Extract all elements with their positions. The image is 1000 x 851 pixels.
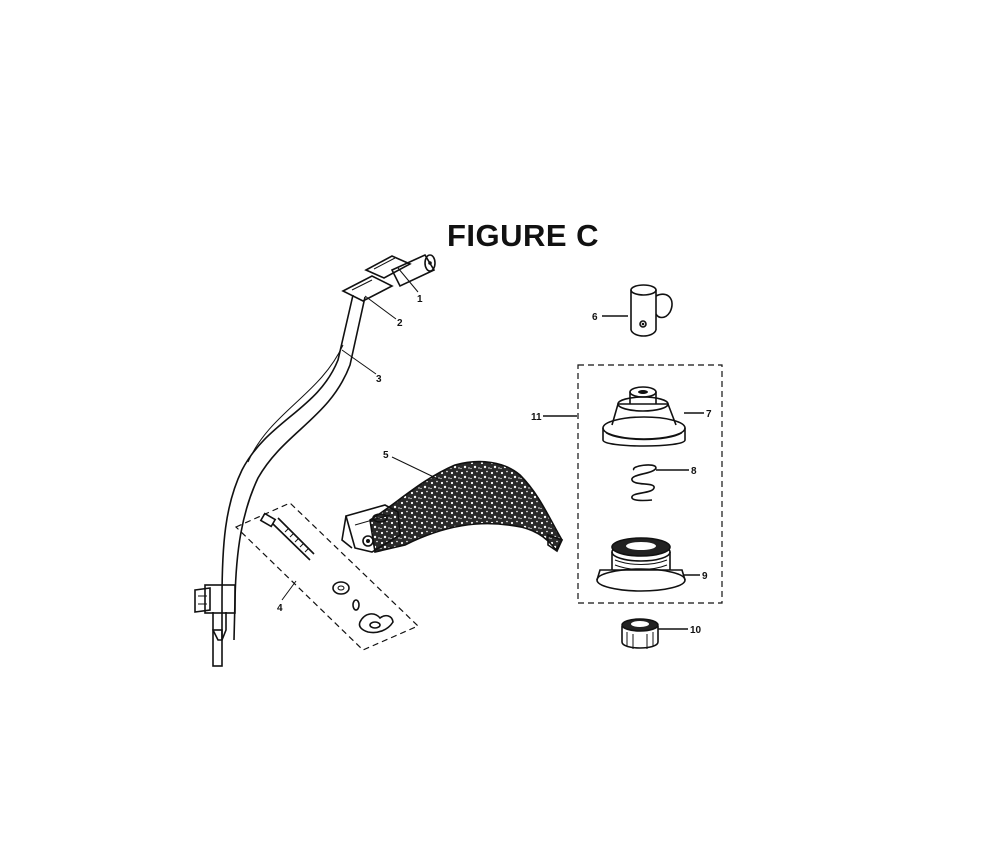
shaft-coupler <box>390 253 436 288</box>
callout-2: 2 <box>397 318 403 329</box>
leader-lines <box>281 267 704 630</box>
spool-cover <box>602 386 686 447</box>
callout-5: 5 <box>383 450 389 461</box>
callout-4: 4 <box>277 603 283 614</box>
callout-11: 11 <box>531 412 542 423</box>
shaft-clamp <box>194 584 236 614</box>
grass-deflector <box>341 460 564 553</box>
guard-hardware <box>234 502 420 651</box>
callout-9: 9 <box>702 571 708 582</box>
figure-title: FIGURE C <box>446 218 600 253</box>
callout-8: 8 <box>691 466 697 477</box>
callout-7: 7 <box>706 409 712 420</box>
bolt <box>259 512 315 561</box>
spring <box>631 464 657 502</box>
callout-10: 10 <box>690 625 702 636</box>
lock-washer <box>352 599 360 611</box>
line-tool <box>630 284 673 337</box>
spool <box>596 537 686 592</box>
washer <box>332 581 350 595</box>
callout-1: 1 <box>417 294 423 305</box>
callout-6: 6 <box>592 312 598 323</box>
wing-nut <box>358 613 394 634</box>
callouts: 1 2 3 4 5 6 7 8 9 10 11 <box>277 294 712 636</box>
warning-label-2 <box>341 275 394 302</box>
drive-shaft <box>194 294 366 667</box>
warning-label-1 <box>364 255 412 279</box>
bump-knob <box>621 618 659 649</box>
spool-assembly-box <box>577 364 723 604</box>
callout-3: 3 <box>376 374 382 385</box>
